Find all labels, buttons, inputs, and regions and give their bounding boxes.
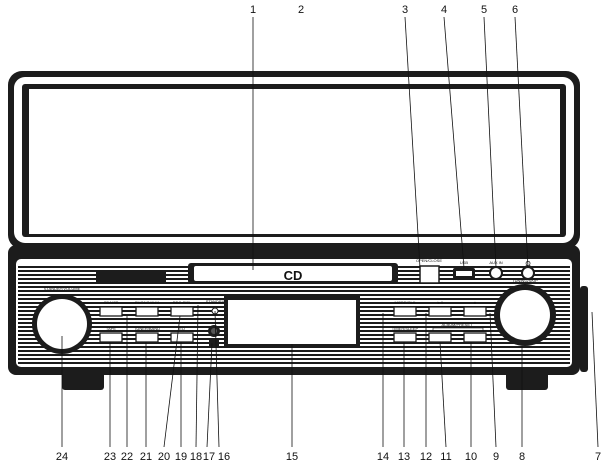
callout-16: 16 bbox=[218, 451, 230, 463]
callout-15: 15 bbox=[286, 451, 298, 463]
left-foot bbox=[62, 372, 104, 390]
callout-21: 21 bbox=[140, 451, 152, 463]
right-foot bbox=[506, 372, 548, 390]
panel-stripe bbox=[18, 290, 570, 292]
callout-12: 12 bbox=[420, 451, 432, 463]
top-callouts: 1 2 3 4 5 6 bbox=[250, 4, 518, 16]
callout-19: 19 bbox=[175, 451, 187, 463]
panel-stripe bbox=[18, 294, 570, 296]
album-up-button[interactable] bbox=[463, 332, 487, 343]
callout-5: 5 bbox=[481, 4, 487, 16]
stop-button[interactable] bbox=[463, 306, 487, 317]
album-preset-bracket bbox=[432, 327, 484, 331]
panel-black-strip bbox=[96, 271, 166, 282]
phono-aux-label: PHONO/AUX bbox=[135, 300, 159, 305]
album-down-button[interactable] bbox=[428, 332, 452, 343]
callout-2: 2 bbox=[298, 4, 304, 16]
callout-3: 3 bbox=[402, 4, 408, 16]
callout-14: 14 bbox=[377, 451, 389, 463]
callout-22: 22 bbox=[121, 451, 133, 463]
open-close-label: OPEN/CLOSE bbox=[416, 258, 442, 263]
open-close-button[interactable] bbox=[419, 265, 440, 284]
cd-usb-label: CD/USB bbox=[103, 300, 118, 305]
lcd-display bbox=[228, 300, 356, 344]
callout-18: 18 bbox=[190, 451, 202, 463]
tuning-skip-label: TUNING/SKIP bbox=[512, 278, 538, 283]
phono-aux-button[interactable] bbox=[135, 306, 159, 317]
volume-knob[interactable] bbox=[37, 299, 87, 349]
tuner-band-label: TUNER/BAND bbox=[134, 326, 160, 331]
rec-del-label: REC./DEL bbox=[173, 300, 192, 305]
bottom-callouts: 24 23 22 21 20 19 18 17 16 15 14 13 12 1… bbox=[56, 451, 601, 463]
top-leader-lines bbox=[252, 16, 529, 270]
aux-in-jack[interactable] bbox=[489, 266, 503, 280]
callout-1: 1 bbox=[250, 4, 256, 16]
callout-6: 6 bbox=[512, 4, 518, 16]
stop-label: ■ bbox=[474, 300, 477, 305]
callout-10: 10 bbox=[465, 451, 477, 463]
play-pause-label: ►II bbox=[437, 300, 443, 305]
eq-label: EQ bbox=[179, 326, 185, 331]
callout-13: 13 bbox=[398, 451, 410, 463]
tuner-band-button[interactable] bbox=[135, 332, 159, 343]
cd-slot-inner bbox=[194, 266, 392, 281]
callout-8: 8 bbox=[519, 451, 525, 463]
tuning-knob[interactable] bbox=[500, 290, 550, 340]
timer-sleep-label: TIMER/SLEEP bbox=[392, 326, 419, 331]
rec-del-button[interactable] bbox=[170, 306, 194, 317]
panel-stripe bbox=[18, 362, 570, 364]
timer-sleep-button[interactable] bbox=[393, 332, 417, 343]
panel-stripe bbox=[18, 358, 570, 360]
callout-4: 4 bbox=[441, 4, 447, 16]
panel-stripe bbox=[18, 286, 570, 288]
callout-20: 20 bbox=[158, 451, 170, 463]
standby-volume-label: STANDBY/VOLUME bbox=[44, 286, 81, 291]
remote-sensor-lens bbox=[211, 328, 217, 334]
callout-11: 11 bbox=[440, 451, 451, 463]
cd-usb-button[interactable] bbox=[99, 306, 123, 317]
eq-button[interactable] bbox=[170, 332, 194, 343]
mode-clk-button[interactable] bbox=[393, 306, 417, 317]
panel-stripe bbox=[18, 350, 570, 352]
small-indicator bbox=[209, 340, 219, 348]
mode-clk-label: MODE/CLK bbox=[395, 300, 416, 305]
play-pause-button[interactable] bbox=[428, 306, 452, 317]
bottom-leader-lines bbox=[61, 304, 599, 448]
cd-logo: CD bbox=[284, 268, 303, 283]
headphone-jack[interactable] bbox=[521, 266, 535, 280]
tape-button[interactable] bbox=[99, 332, 123, 343]
lid-window[interactable] bbox=[29, 89, 560, 234]
side-knob[interactable] bbox=[580, 286, 588, 372]
callout-23: 23 bbox=[104, 451, 116, 463]
album-preset-label: ALBUM/PRESET bbox=[442, 322, 473, 327]
callout-17: 17 bbox=[203, 451, 215, 463]
callout-7: 7 bbox=[595, 451, 601, 463]
callout-9: 9 bbox=[493, 451, 499, 463]
panel-stripe bbox=[18, 354, 570, 356]
usb-port-inner bbox=[456, 271, 472, 276]
standby-label: STANDBY bbox=[206, 299, 225, 304]
callout-24: 24 bbox=[56, 451, 68, 463]
headphone-icon: Ω bbox=[525, 260, 531, 268]
usb-label: USB bbox=[460, 260, 469, 265]
tape-label: TAPE bbox=[106, 326, 116, 331]
